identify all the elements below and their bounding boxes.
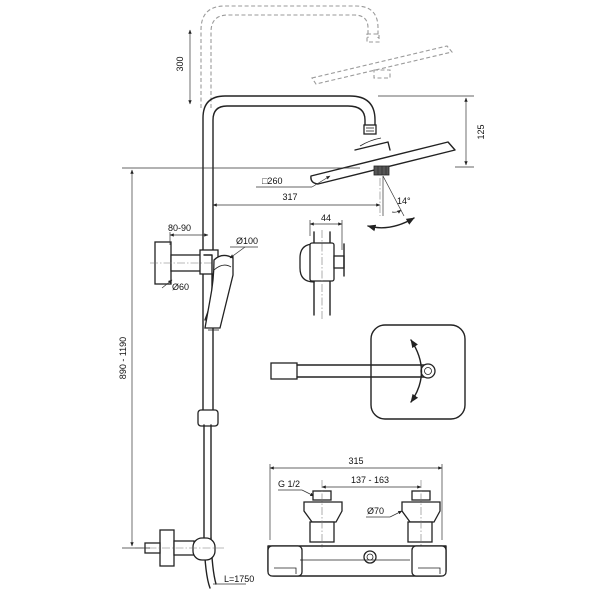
riser-height-label: 890 - 1190 [118, 337, 128, 379]
riser-extension-dimension: 300 [175, 29, 192, 105]
extended-riser-ghost [200, 5, 453, 108]
head-size-label: □260 [262, 176, 282, 186]
tilt-angle-label: 14° [397, 196, 411, 206]
bracket-diameter-label: Ø60 [172, 282, 189, 292]
head-plan-view [270, 324, 466, 420]
tilt-angle-callout: 14° [367, 175, 415, 232]
head-drop-label: 125 [476, 124, 486, 139]
diverter-width-label: 44 [321, 213, 331, 223]
escutcheon-diameter-label: Ø70 [367, 506, 384, 516]
arm-reach-label: 317 [282, 192, 297, 202]
arm-reach-dimension: 317 [212, 178, 381, 216]
hose-and-slider: L=1750 [197, 409, 254, 589]
hand-shower: Ø100 [203, 236, 258, 331]
riser-height-dimension: 890 - 1190 [118, 167, 360, 549]
mixer-detail: 315 137 - 163 G 1/2 Ø70 [267, 456, 447, 577]
riser-pipe [202, 95, 377, 411]
hand-shower-diameter-label: Ø100 [236, 236, 258, 246]
inlet-thread-label: G 1/2 [278, 479, 300, 489]
shower-head [310, 137, 456, 185]
head-drop-dimension: 125 [378, 95, 486, 168]
head-size-callout: □260 [256, 175, 331, 188]
hose-length-label: L=1750 [224, 574, 254, 584]
bracket-offset-label: 80-90 [168, 223, 191, 233]
wall-bracket: 80-90 Ø60 [150, 223, 225, 292]
mixer-width-label: 315 [348, 456, 363, 466]
inlet-centres-label: 137 - 163 [351, 475, 389, 485]
diverter-detail: 44 [299, 213, 345, 320]
riser-extension-label: 300 [175, 56, 185, 71]
